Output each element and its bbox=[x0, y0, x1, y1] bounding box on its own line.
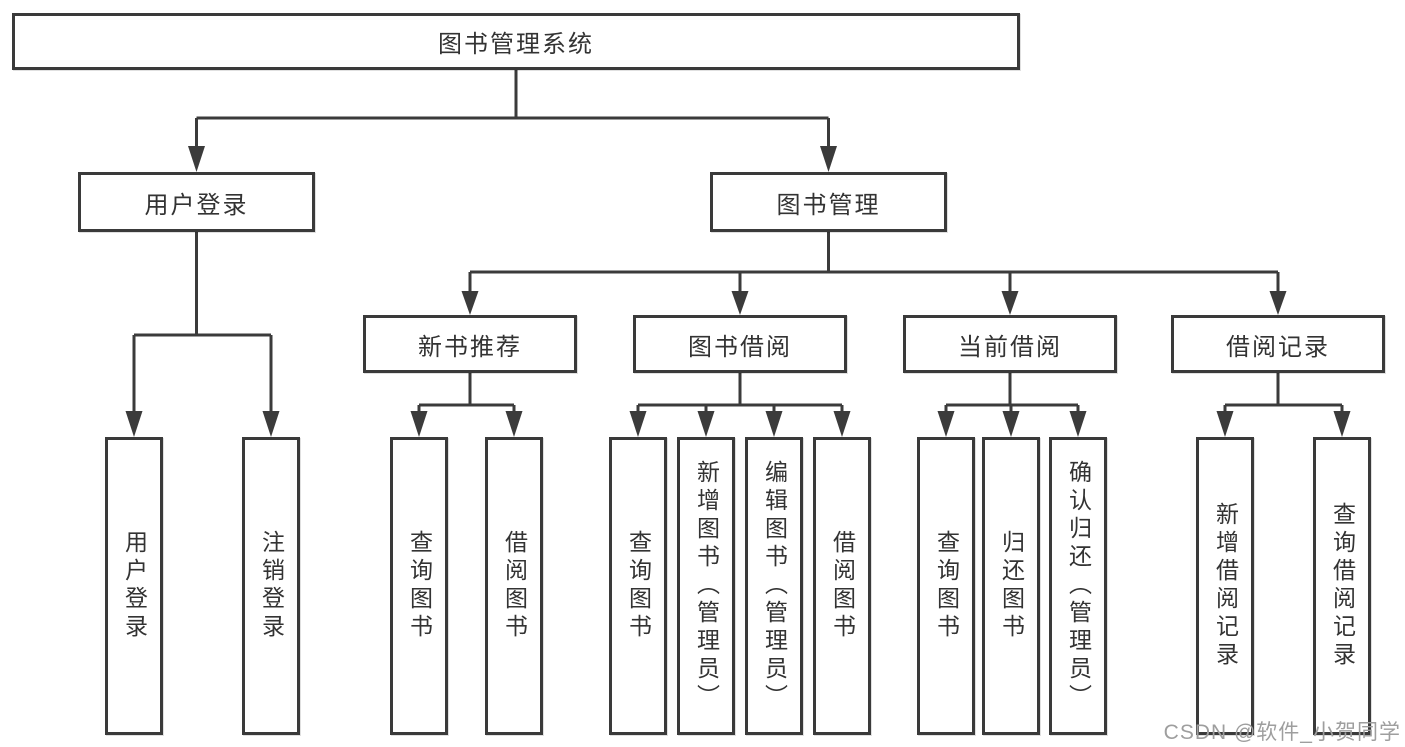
arrowhead bbox=[937, 411, 955, 437]
node-label: 查询图书 bbox=[625, 530, 652, 642]
node-label: 查询图书 bbox=[933, 530, 960, 642]
leaf-add-books-admin: 新增图书（管理员） bbox=[677, 437, 735, 735]
node-borrowing-records: 借阅记录 bbox=[1171, 315, 1385, 373]
node-user-login: 用户登录 bbox=[78, 172, 315, 232]
arrowhead bbox=[188, 146, 205, 172]
arrowhead bbox=[461, 291, 479, 315]
leaf-edit-books-admin: 编辑图书（管理员） bbox=[745, 437, 803, 735]
arrowhead bbox=[410, 411, 428, 437]
node-book-management: 图书管理 bbox=[710, 172, 947, 232]
leaf-query-books: 查询图书 bbox=[390, 437, 448, 735]
node-label: 查询图书 bbox=[406, 530, 433, 642]
node-new-book-recommend: 新书推荐 bbox=[363, 315, 577, 373]
arrowhead bbox=[731, 291, 749, 315]
arrowhead bbox=[1216, 411, 1234, 437]
arrowhead bbox=[697, 411, 715, 437]
node-label: 新增图书（管理员） bbox=[693, 460, 720, 712]
node-label: 图书管理 bbox=[776, 191, 881, 219]
arrowhead bbox=[833, 411, 851, 437]
leaf-query-books: 查询图书 bbox=[917, 437, 975, 735]
csdn-watermark: CSDN @软件_小贺同学 bbox=[1163, 721, 1401, 744]
leaf-borrow-books: 借阅图书 bbox=[485, 437, 543, 735]
arrowhead bbox=[1002, 411, 1020, 437]
node-label: 借阅记录 bbox=[1226, 333, 1330, 361]
node-library-management-system: 图书管理系统 bbox=[12, 13, 1020, 70]
arrowhead bbox=[765, 411, 783, 437]
leaf-query-books: 查询图书 bbox=[609, 437, 667, 735]
leaf-confirm-return-admin: 确认归还（管理员） bbox=[1049, 437, 1107, 735]
leaf-user-login: 用户登录 bbox=[105, 437, 163, 735]
node-label: 新增借阅记录 bbox=[1212, 502, 1239, 670]
node-label: 归还图书 bbox=[998, 530, 1025, 642]
node-label: 借阅图书 bbox=[829, 530, 856, 642]
node-label: 图书借阅 bbox=[688, 333, 792, 361]
node-current-borrowing: 当前借阅 bbox=[903, 315, 1117, 373]
node-label: 编辑图书（管理员） bbox=[761, 460, 788, 712]
leaf-borrow-books: 借阅图书 bbox=[813, 437, 871, 735]
leaf-add-borrow-record: 新增借阅记录 bbox=[1196, 437, 1254, 735]
arrowhead bbox=[1269, 291, 1287, 315]
arrowhead bbox=[1333, 411, 1351, 437]
node-label: 确认归还（管理员） bbox=[1065, 460, 1092, 712]
node-label: 新书推荐 bbox=[418, 333, 522, 361]
arrowhead bbox=[125, 411, 143, 437]
arrowhead bbox=[262, 411, 280, 437]
arrowhead bbox=[505, 411, 523, 437]
node-label: 图书管理系统 bbox=[438, 31, 594, 58]
node-label: 借阅图书 bbox=[501, 530, 528, 642]
node-book-borrowing: 图书借阅 bbox=[633, 315, 847, 373]
leaf-return-books: 归还图书 bbox=[982, 437, 1040, 735]
node-label: 用户登录 bbox=[121, 530, 148, 642]
leaf-logout: 注销登录 bbox=[242, 437, 300, 735]
leaf-query-borrow-record: 查询借阅记录 bbox=[1313, 437, 1371, 735]
node-label: 注销登录 bbox=[258, 530, 285, 642]
arrowhead bbox=[1069, 411, 1087, 437]
node-label: 查询借阅记录 bbox=[1329, 502, 1356, 670]
node-label: 用户登录 bbox=[144, 191, 249, 219]
arrowhead bbox=[820, 146, 837, 172]
arrowhead bbox=[629, 411, 647, 437]
arrowhead bbox=[1001, 291, 1019, 315]
node-label: 当前借阅 bbox=[958, 333, 1062, 361]
